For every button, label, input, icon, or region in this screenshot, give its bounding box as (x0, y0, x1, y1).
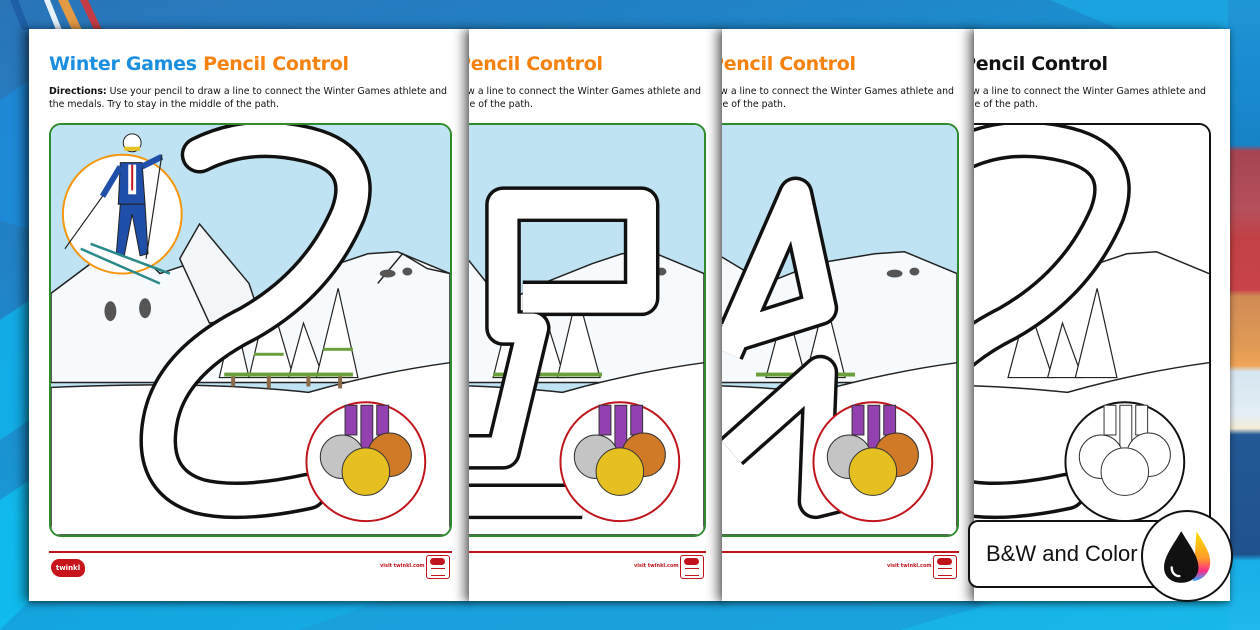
footer-divider (469, 551, 706, 553)
winter-scene (49, 123, 452, 537)
footer-divider (49, 551, 452, 553)
footer-url: visit twinkl.com (887, 563, 932, 569)
twinkl-badge-icon (426, 555, 450, 579)
worksheet-page-1: Winter Games Pencil Control Directions: … (29, 29, 471, 601)
footer-url: visit twinkl.com (380, 563, 425, 569)
worksheet-title: Winter Games Pencil Control (974, 53, 1108, 75)
worksheet-page-3: Winter Games Pencil Control Directions: … (722, 29, 978, 601)
bw-and-color-text: B&W and Color (986, 541, 1138, 566)
winter-scene (722, 123, 959, 537)
worksheet-page-4-bw: Winter Games Pencil Control Directions: … (974, 29, 1230, 601)
worksheet-title: Winter Games Pencil Control (49, 53, 349, 75)
winter-scene (469, 123, 706, 537)
worksheet-title: Winter Games Pencil Control (469, 53, 603, 75)
directions-text: Directions: Use your pencil to draw a li… (974, 86, 1207, 110)
worksheet-title: Winter Games Pencil Control (722, 53, 856, 75)
ink-drops-icon (1141, 510, 1233, 602)
twinkl-badge-icon (680, 555, 704, 579)
twinkl-logo: twinkl (51, 559, 85, 577)
footer-url: visit twinkl.com (634, 563, 679, 569)
directions-text: Directions: Use your pencil to draw a li… (722, 86, 955, 110)
decorative-stripes-right (1228, 0, 1260, 630)
directions-text: Directions: Use your pencil to draw a li… (469, 86, 702, 110)
worksheet-page-2: Winter Games Pencil Control Directions: … (469, 29, 725, 601)
decorative-stripes (10, 0, 102, 30)
winter-scene-outline (974, 123, 1211, 537)
twinkl-badge-icon (933, 555, 957, 579)
footer-divider (722, 551, 959, 553)
directions-text: Directions: Use your pencil to draw a li… (49, 86, 448, 110)
